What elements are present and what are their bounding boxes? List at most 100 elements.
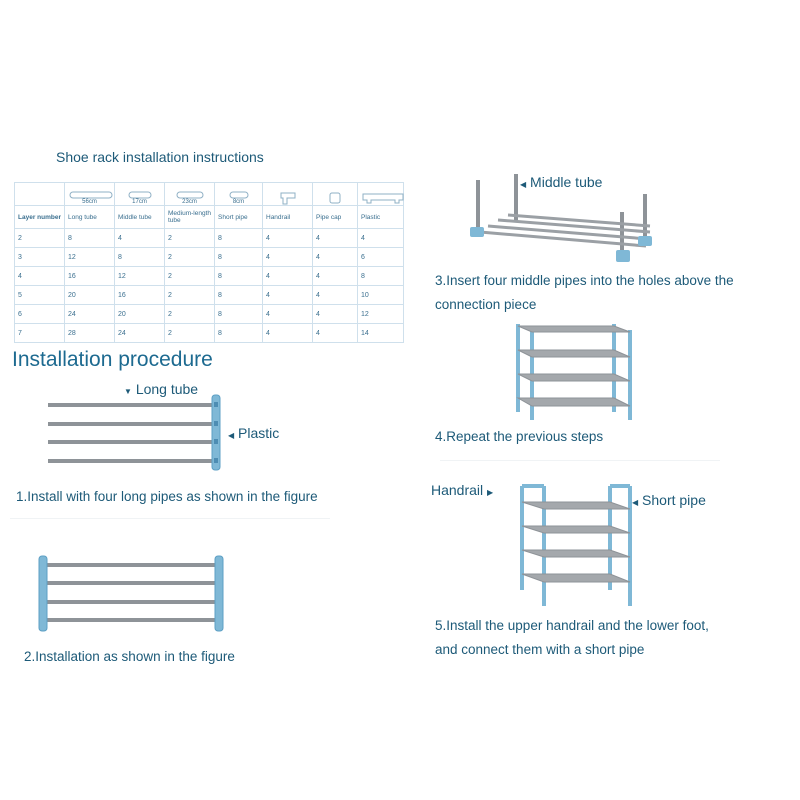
long-tube-callout: ▼ Long tube [124, 381, 199, 397]
header-plastic: Plastic [357, 205, 404, 229]
quantity-cell: 20 [114, 304, 165, 324]
layer-number-cell: 6 [14, 304, 65, 324]
middle-tube-icon: 17cm [114, 182, 165, 206]
middle-tube-label: Middle tube [530, 174, 603, 190]
quantity-cell: 8 [114, 247, 165, 267]
header-pipe-cap: Pipe cap [312, 205, 358, 229]
quantity-cell: 4 [312, 285, 358, 305]
header-medium-tube: Medium-length tube [164, 205, 215, 229]
quantity-cell: 8 [214, 266, 263, 286]
step5-caption-line1: 5.Install the upper handrail and the low… [435, 618, 709, 633]
size-label: 8cm [232, 199, 245, 205]
quantity-cell: 2 [164, 228, 215, 248]
quantity-cell: 4 [312, 247, 358, 267]
plastic-callout: ◀ Plastic [228, 425, 280, 441]
layer-number-cell: 5 [14, 285, 65, 305]
quantity-cell: 2 [164, 323, 215, 343]
medium-tube-icon: 23cm [164, 182, 215, 206]
middle-tube-callout: ◀ Middle tube [520, 174, 603, 190]
quantity-cell: 6 [357, 247, 404, 267]
quantity-cell: 24 [64, 304, 115, 324]
quantity-cell: 4 [262, 247, 313, 267]
layer-number-cell: 4 [14, 266, 65, 286]
size-label: 23cm [182, 199, 197, 205]
quantity-cell: 4 [312, 228, 358, 248]
plastic-icon [357, 182, 404, 206]
quantity-cell: 16 [64, 266, 115, 286]
step5-figure [520, 484, 632, 606]
layer-number-cell: 7 [14, 323, 65, 343]
quantity-cell: 4 [312, 266, 358, 286]
quantity-cell: 8 [214, 323, 263, 343]
quantity-cell: 4 [262, 266, 313, 286]
quantity-cell: 12 [357, 304, 404, 324]
divider [10, 518, 330, 519]
quantity-cell: 8 [357, 266, 404, 286]
empty-cell [14, 182, 65, 206]
quantity-cell: 14 [357, 323, 404, 343]
handrail-label: Handrail [431, 482, 484, 498]
step1-caption: 1.Install with four long pipes as shown … [16, 489, 318, 504]
parts-table: 56cm 17cm 23cm 8cm Layer number Long tub… [14, 182, 404, 343]
quantity-cell: 2 [164, 247, 215, 267]
quantity-cell: 8 [214, 247, 263, 267]
long-tube-label: Long tube [135, 381, 199, 397]
step3-figure [470, 174, 652, 262]
step1-figure [48, 394, 221, 471]
quantity-cell: 4 [262, 228, 313, 248]
plastic-label: Plastic [238, 425, 280, 441]
pipe-cap-icon [312, 182, 358, 206]
quantity-cell: 8 [64, 228, 115, 248]
step2-figure [38, 555, 224, 632]
quantity-cell: 4 [262, 323, 313, 343]
step3-caption-line2: connection piece [435, 297, 537, 312]
short-pipe-callout: ◀ Short pipe [632, 492, 706, 508]
size-label: 17cm [132, 199, 147, 205]
header-handrail: Handrail [262, 205, 313, 229]
quantity-cell: 28 [64, 323, 115, 343]
step3-caption-line1: 3.Insert four middle pipes into the hole… [435, 273, 734, 288]
short-pipe-icon: 8cm [214, 182, 263, 206]
quantity-cell: 8 [214, 304, 263, 324]
step2-caption: 2.Installation as shown in the figure [24, 649, 235, 664]
layer-number-cell: 3 [14, 247, 65, 267]
quantity-cell: 16 [114, 285, 165, 305]
quantity-cell: 4 [114, 228, 165, 248]
step4-figure [516, 324, 632, 420]
size-label: 56cm [82, 199, 97, 205]
quantity-cell: 4 [312, 323, 358, 343]
divider [440, 460, 720, 461]
quantity-cell: 12 [64, 247, 115, 267]
handrail-icon [262, 182, 313, 206]
quantity-cell: 4 [357, 228, 404, 248]
short-pipe-label: Short pipe [642, 492, 706, 508]
quantity-cell: 10 [357, 285, 404, 305]
long-tube-icon: 56cm [64, 182, 115, 206]
header-middle-tube: Middle tube [114, 205, 165, 229]
quantity-cell: 8 [214, 285, 263, 305]
step4-caption: 4.Repeat the previous steps [435, 429, 604, 444]
document-title: Shoe rack installation instructions [56, 149, 264, 165]
handrail-callout: Handrail ▶ [431, 482, 494, 498]
quantity-cell: 4 [262, 304, 313, 324]
quantity-cell: 12 [114, 266, 165, 286]
quantity-cell: 2 [164, 304, 215, 324]
quantity-cell: 24 [114, 323, 165, 343]
quantity-cell: 2 [164, 266, 215, 286]
quantity-cell: 4 [262, 285, 313, 305]
header-short-pipe: Short pipe [214, 205, 263, 229]
procedure-heading: Installation procedure [12, 348, 213, 371]
quantity-cell: 2 [164, 285, 215, 305]
header-long-tube: Long tube [64, 205, 115, 229]
quantity-cell: 20 [64, 285, 115, 305]
quantity-cell: 4 [312, 304, 358, 324]
step5-caption-line2: and connect them with a short pipe [435, 642, 645, 657]
quantity-cell: 8 [214, 228, 263, 248]
